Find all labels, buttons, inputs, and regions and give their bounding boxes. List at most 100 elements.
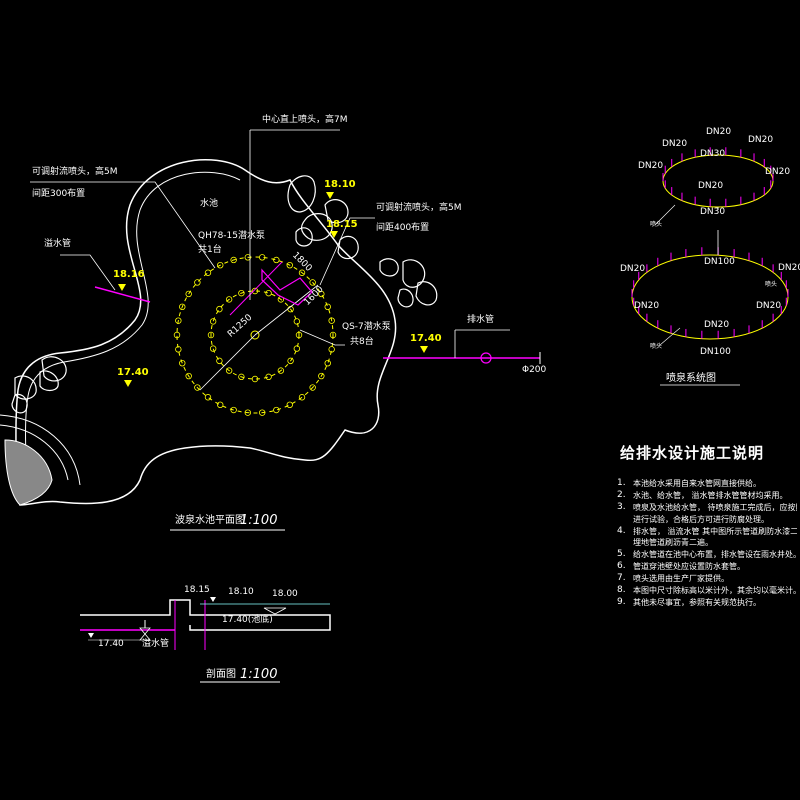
spray-upper-5: DN20 [638, 161, 664, 171]
nozzle [194, 384, 201, 391]
nozzle [238, 373, 245, 381]
drain-pipe [383, 329, 541, 364]
nozzle [185, 372, 192, 380]
nozzle [287, 357, 294, 365]
nozzle [298, 269, 306, 276]
section-drawing [80, 597, 331, 650]
section-elev-b: 18.10 [228, 587, 254, 597]
note-number: 8. [617, 585, 626, 595]
nozzle [244, 254, 252, 261]
note-number: 6. [617, 561, 626, 571]
nozzle [324, 303, 331, 311]
elev-pool: 17.40 [117, 367, 149, 378]
section-elev-c: 18.00 [272, 589, 298, 599]
spray-lower-4: DN20 [634, 301, 660, 311]
pump-right-label: QS-7潜水泵 [342, 322, 391, 332]
nozzle [265, 289, 272, 297]
note-number: 5. [617, 549, 626, 559]
note-item: 9.其他未尽事宜，参照有关规范执行。 [617, 597, 797, 609]
nozzle [185, 290, 192, 298]
adjustable-nozzle-left-label: 可调射流喷头，高5M [32, 167, 118, 177]
note-text: 管道穿池壁处应设置防水套管。 [633, 562, 745, 571]
nozzle [175, 346, 182, 353]
spray-lower-1: DN20 [620, 264, 646, 274]
spray-lower-7: DN100 [700, 347, 731, 357]
note-item: 6. 管道穿池壁处应设置防水套管。 [617, 561, 797, 573]
nozzle [230, 256, 237, 264]
note-text: 本池给水采用自来水管网直接供给。 [633, 479, 761, 488]
nozzle [244, 409, 252, 416]
nozzle [295, 331, 303, 339]
adjustable-nozzle-right-label: 可调射流喷头，高5M [376, 203, 462, 213]
note-item: 8. 本图中尺寸除标高以米计外，其余均以毫米计。 [617, 585, 797, 597]
note-number: 7. [617, 573, 626, 583]
nozzle [209, 345, 217, 352]
nozzle [225, 367, 233, 374]
note-text: 喷泉及水池给水管， 待喷泉施工完成后，应按照要求 [633, 503, 797, 512]
nozzle [179, 303, 186, 311]
pump-left-label: QH78-15潜水泵 [198, 231, 266, 241]
note-number: 4. [617, 525, 626, 536]
stone-feature [0, 414, 81, 506]
leader-lines [30, 129, 375, 346]
spacing-left-label: 间距300布置 [32, 189, 86, 199]
nozzle [207, 331, 215, 339]
pump-assembly [261, 268, 313, 306]
nozzle [329, 331, 337, 339]
nozzle [251, 287, 259, 295]
nozzle [204, 394, 212, 401]
nozzle [238, 289, 245, 297]
note-number [617, 514, 633, 526]
nozzle [265, 373, 272, 381]
section-overflow-label: 溢水管 [142, 639, 170, 649]
nozzle [273, 256, 280, 264]
elev-left: 18.16 [113, 269, 145, 280]
nozzle [179, 359, 186, 367]
note-text: 本图中尺寸除标高以米计外，其余均以毫米计。 [633, 586, 797, 595]
nozzle [328, 346, 335, 353]
nozzle [225, 296, 233, 303]
spray-upper-7: DN30 [700, 207, 726, 217]
drain-pipe-label: 排水管 [467, 315, 495, 325]
outer-ring [176, 256, 334, 414]
spray-upper-3: DN20 [748, 135, 774, 145]
overflow-pipe-label: 溢水管 [44, 239, 72, 249]
note-item: 5. 给水管道在池中心布置，排水管设在雨水井处。 [617, 549, 797, 561]
note-item: 进行试验，合格后方可进行防腐处理。 [617, 514, 797, 526]
inner-ring [210, 290, 300, 380]
pool-outline [15, 159, 397, 506]
nozzle [277, 367, 285, 374]
note-text: 水池、给水管， 溢水管排水管管材均采用。 [633, 491, 788, 500]
section-title: 剖面图 [206, 669, 236, 680]
nozzle [173, 331, 181, 339]
spray-small-3: 喷头 [650, 343, 663, 350]
pump-left-count: 共1台 [198, 245, 222, 255]
notes-title: 给排水设计施工说明 [620, 444, 765, 462]
note-text: 给水管道在池中心布置，排水管设在雨水井处。 [633, 550, 797, 559]
elev-top-right: 18.10 [324, 179, 356, 190]
pool-label: 水池 [200, 199, 219, 209]
nozzle [230, 406, 237, 414]
outer-nozzles [173, 254, 337, 416]
center-nozzle [250, 330, 260, 340]
center-nozzle-label: 中心直上喷头，高7M [262, 115, 348, 125]
pump-right-count: 共8台 [350, 337, 374, 347]
spray-lower-2: DN100 [704, 257, 735, 267]
nozzle [217, 261, 224, 269]
note-item: 7. 喷头选用由生产厂家提供。 [617, 573, 797, 585]
note-item: 埋地管道刷沥青二遍。 [617, 537, 797, 549]
nozzle [318, 290, 325, 298]
note-number: 1. [617, 478, 626, 488]
spray-title: 喷泉系统图 [666, 373, 716, 384]
spray-upper-4: DN30 [700, 149, 726, 159]
nozzle [318, 372, 325, 380]
section-elev-a: 18.15 [184, 585, 210, 595]
nozzle [286, 401, 293, 409]
elevation-markers [118, 192, 428, 387]
nozzle [216, 357, 223, 365]
pipe-diameter-label: Φ200 [522, 365, 547, 375]
note-text: 喷头选用由生产厂家提供。 [633, 574, 729, 583]
nozzle [328, 317, 335, 324]
spray-small-1: 喷头 [650, 221, 663, 228]
